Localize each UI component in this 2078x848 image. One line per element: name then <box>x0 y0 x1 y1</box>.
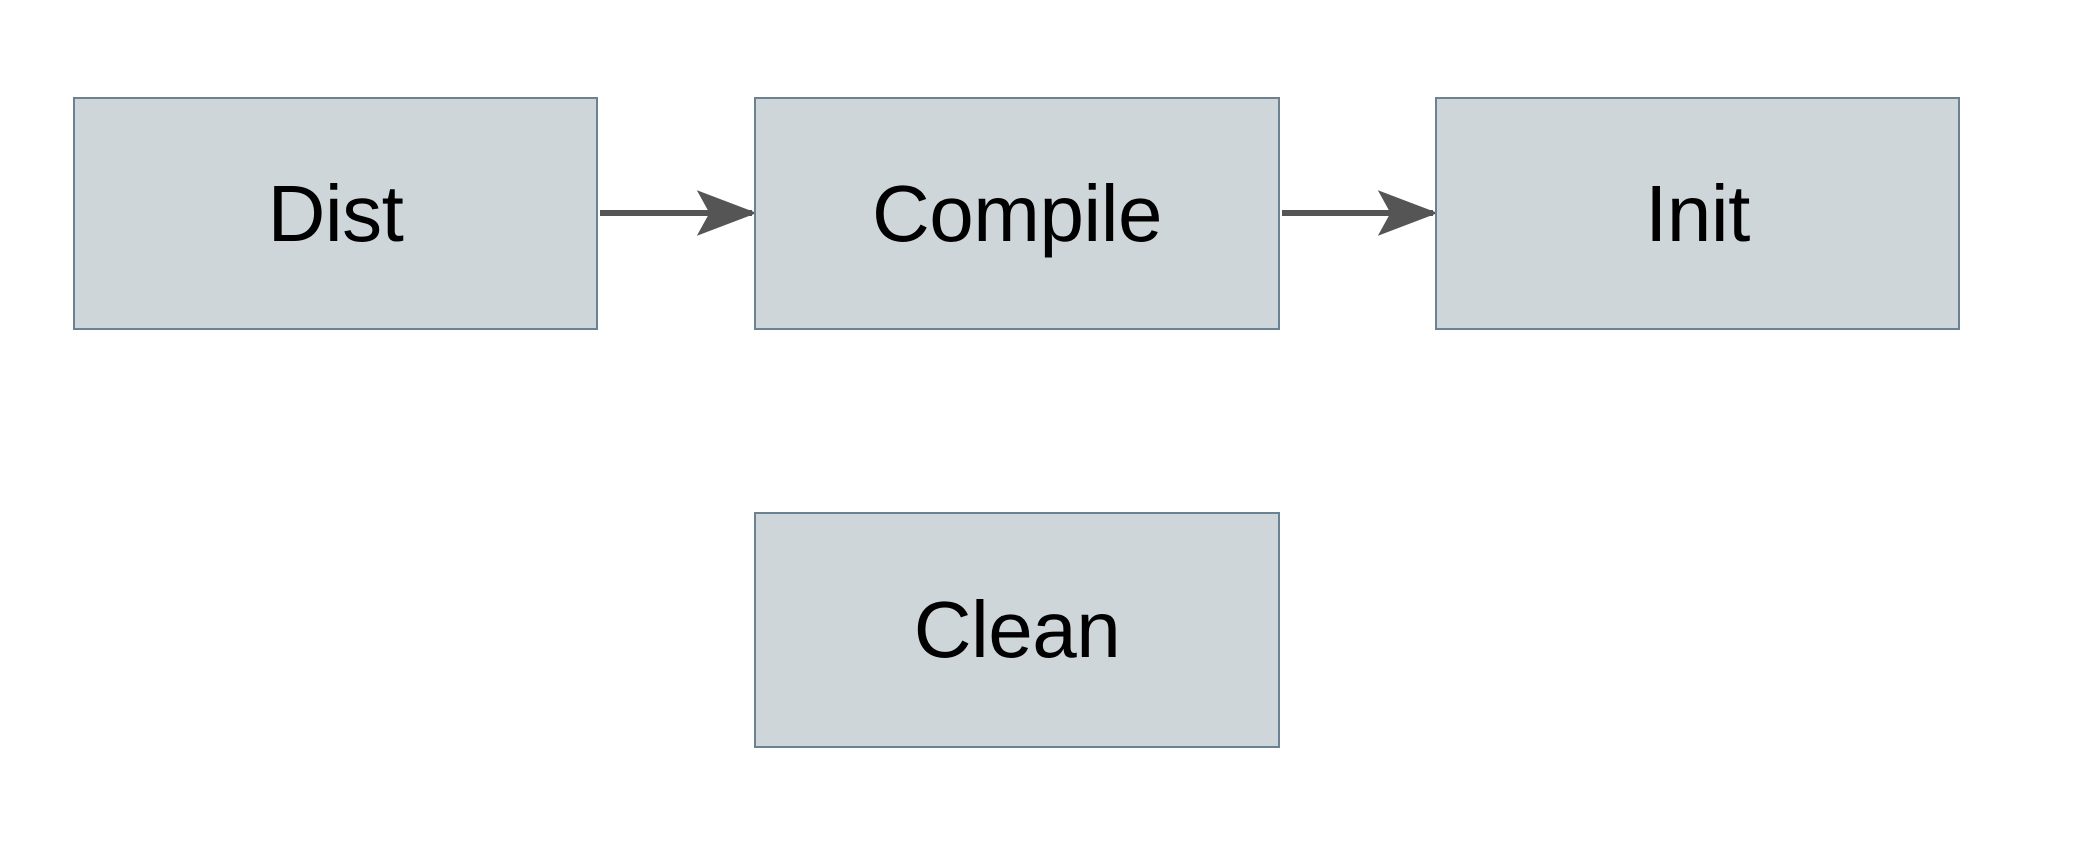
node-label-clean: Clean <box>913 585 1121 674</box>
node-dist[interactable]: Dist <box>73 97 598 330</box>
node-clean[interactable]: Clean <box>754 512 1280 748</box>
node-label-init: Init <box>1645 168 1750 258</box>
node-label-dist: Dist <box>267 168 404 258</box>
node-init[interactable]: Init <box>1435 97 1960 330</box>
node-label-compile: Compile <box>872 168 1162 258</box>
node-compile[interactable]: Compile <box>754 97 1280 330</box>
